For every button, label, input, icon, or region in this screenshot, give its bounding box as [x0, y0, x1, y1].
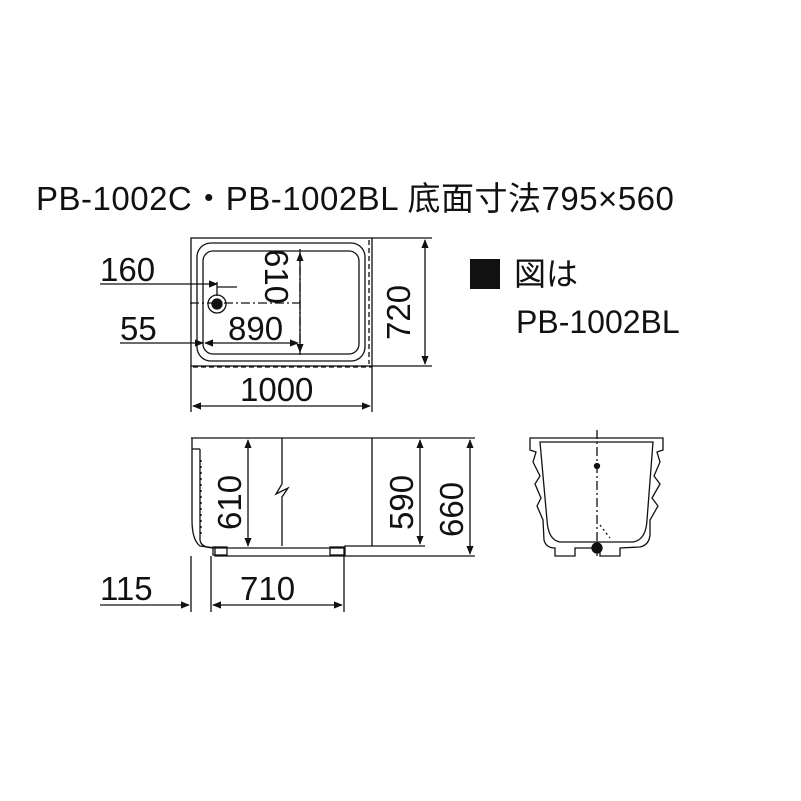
- legend-row-2: PB-1002BL: [470, 298, 680, 346]
- side-view-foot-left: [212, 546, 228, 556]
- legend-label: 図は: [514, 256, 579, 292]
- legend-model: PB-1002BL: [516, 304, 680, 340]
- end-view-dots: [599, 524, 611, 539]
- side-view-foot-right: [329, 546, 345, 556]
- legend: 図は PB-1002BL: [470, 250, 680, 346]
- dim-label-890: 890: [228, 310, 283, 347]
- legend-square-icon: [470, 259, 500, 289]
- top-view-outline: [190, 237, 373, 367]
- drawing-title: PB-1002C・PB-1002BL 底面寸法795×560: [36, 180, 675, 217]
- dim-label-115: 115: [100, 570, 153, 607]
- drain-icon: [211, 298, 223, 310]
- dim-label-720: 720: [380, 285, 417, 340]
- side-view-inner: [199, 449, 345, 549]
- side-view-break: [274, 438, 290, 546]
- dim-label-1000: 1000: [240, 371, 313, 408]
- end-view-basin: [539, 441, 654, 543]
- end-view-drain-icon: [591, 542, 603, 554]
- end-view-point-icon: [593, 462, 601, 470]
- dim-label-590: 590: [383, 475, 420, 530]
- dim-label-710: 710: [240, 570, 295, 607]
- dim-label-610-side: 610: [211, 475, 248, 530]
- legend-row-1: 図は: [470, 250, 680, 298]
- end-view: [529, 430, 664, 557]
- dim-label-55: 55: [120, 310, 157, 347]
- dim-label-660: 660: [433, 482, 470, 537]
- dim-label-610-top: 610: [258, 249, 295, 304]
- dim-label-160: 160: [100, 251, 155, 288]
- top-view: [100, 237, 432, 412]
- top-view-rim: [196, 242, 366, 362]
- side-view: [100, 437, 475, 612]
